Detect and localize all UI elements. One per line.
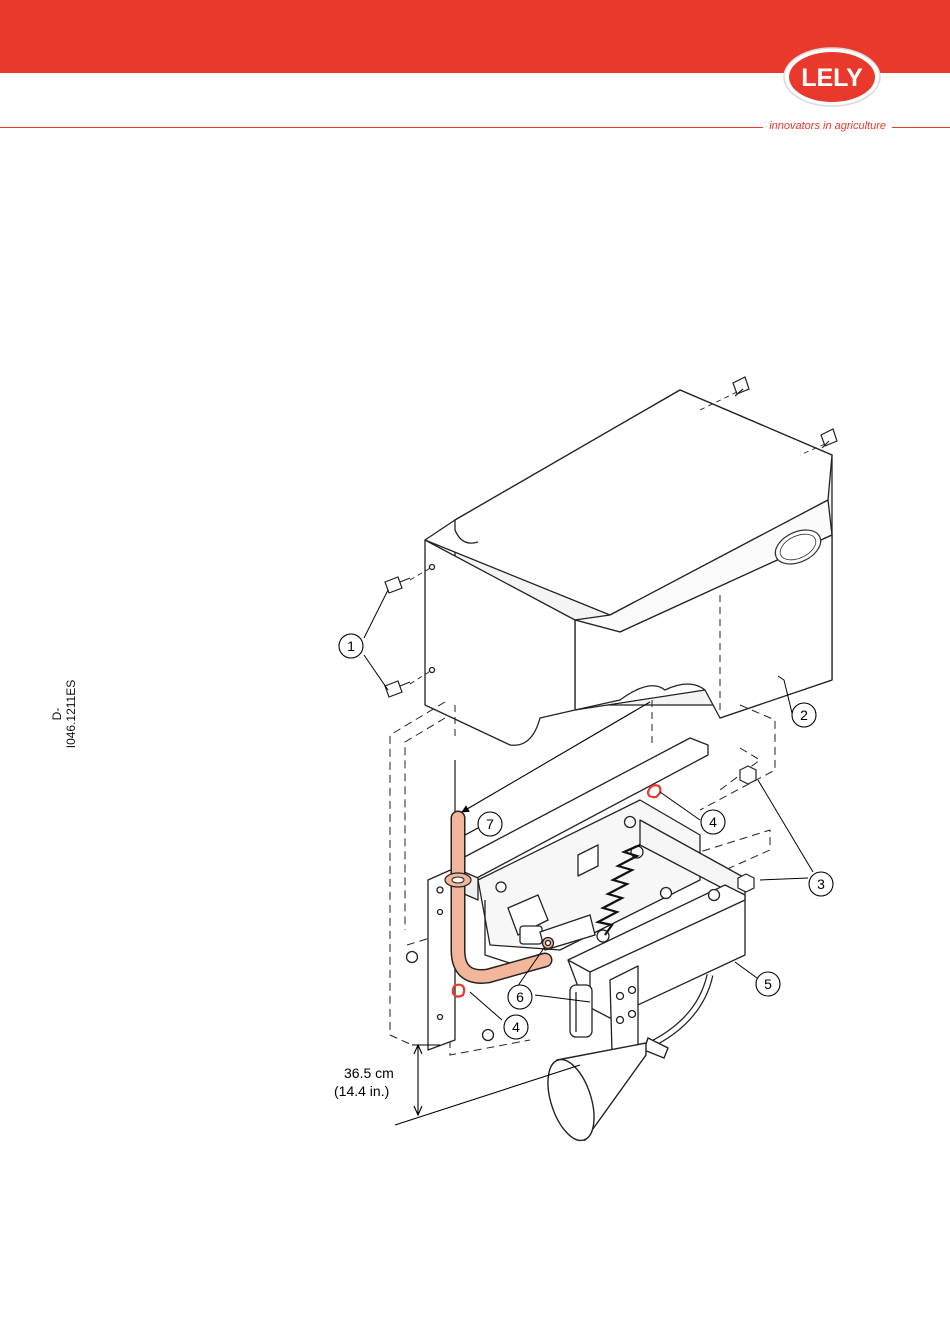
cover-housing (425, 390, 832, 745)
svg-text:3: 3 (817, 876, 825, 892)
svg-text:4: 4 (709, 814, 717, 830)
callout-4-upper: 4 (701, 810, 725, 834)
screw-icon (385, 681, 410, 697)
nut-icon (740, 766, 756, 784)
callout-6: 6 (508, 985, 532, 1009)
svg-text:6: 6 (516, 989, 524, 1005)
nut-icon (738, 874, 754, 892)
clamp-icon (648, 785, 660, 797)
dimension-metric: 36.5 cm (344, 1065, 394, 1081)
screw-icon (385, 577, 410, 593)
callout-2: 2 (792, 703, 816, 727)
callout-1: 1 (339, 634, 363, 658)
svg-text:1: 1 (347, 638, 355, 654)
dimension-imperial: (14.4 in.) (334, 1083, 389, 1099)
svg-text:2: 2 (800, 707, 808, 723)
svg-text:4: 4 (512, 1019, 520, 1035)
callout-4-lower: 4 (504, 1015, 528, 1039)
svg-text:5: 5 (764, 976, 772, 992)
callout-3: 3 (809, 872, 833, 896)
callout-5: 5 (756, 972, 780, 996)
svg-text:7: 7 (486, 816, 494, 832)
callout-7: 7 (478, 812, 502, 836)
